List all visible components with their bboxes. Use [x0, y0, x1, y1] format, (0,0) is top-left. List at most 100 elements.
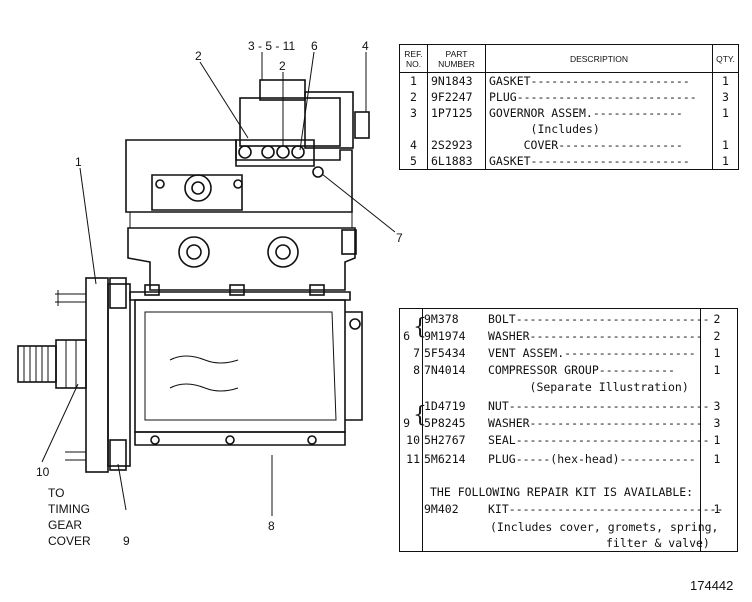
- qty-cell: 1: [712, 72, 739, 89]
- callout-6: 6: [311, 39, 318, 53]
- part-cell: 9F2247: [427, 89, 486, 105]
- table-row: 10 5H2767 SEAL--------------------------…: [400, 433, 737, 449]
- part-cell: 2S2923: [427, 137, 486, 153]
- part-cell: 5H2767: [424, 433, 466, 447]
- table-row: 11 5M6214 PLUG-----(hex-head)-----------…: [400, 452, 737, 468]
- ref-cell: 4: [399, 137, 428, 153]
- qty-cell: 3: [713, 399, 721, 413]
- desc-cell: (Separate Illustration): [488, 380, 689, 394]
- crankcase-upper: [127, 227, 357, 291]
- part-cell: 1D4719: [424, 399, 466, 413]
- table-row: 4 2S2923 COVER------------------ 1: [399, 137, 739, 153]
- qty-cell: 3: [712, 89, 739, 105]
- qty-cell: 2: [713, 329, 721, 343]
- desc-cell: VENT ASSEM.-------------------: [488, 346, 696, 360]
- part-cell: 1P7125: [427, 105, 486, 121]
- qty-cell: 1: [713, 363, 721, 377]
- callout-7: 7: [396, 231, 403, 245]
- callout-2b: 2: [279, 59, 286, 73]
- desc-cell: GOVERNOR ASSEM.-------------: [485, 105, 713, 121]
- ref-cell: 3: [399, 105, 428, 121]
- part-cell: 9M378: [424, 312, 459, 326]
- leader-lines: [41, 51, 396, 516]
- cylinder-head: [125, 139, 353, 229]
- qty-header: QTY.: [712, 44, 739, 73]
- ref-cell: 7: [413, 346, 420, 360]
- ref-cell: 11: [406, 452, 420, 466]
- qty-cell: 1: [713, 346, 721, 360]
- kit-heading: THE FOLLOWING REPAIR KIT IS AVAILABLE:: [430, 485, 694, 499]
- desc-cell: COVER------------------: [485, 137, 713, 153]
- part-cell: 9M402: [424, 502, 459, 516]
- parts-table-top: REF. NO. PART NUMBER DESCRIPTION QTY. 1 …: [399, 44, 739, 170]
- callout-10: 10: [36, 465, 50, 479]
- part-cell: 7N4014: [424, 363, 466, 377]
- desc-cell: PLUG--------------------------: [485, 89, 713, 105]
- brace-6: {: [413, 315, 427, 340]
- table-row: 9M402 KIT-------------------------------…: [400, 502, 737, 518]
- timing-label-line: TIMING: [48, 502, 90, 516]
- table-row: 1D4719 NUT----------------------------- …: [400, 399, 737, 415]
- timing-label-line: TO: [48, 486, 65, 500]
- desc-cell: BOLT----------------------------: [488, 312, 710, 326]
- table-row: 3 1P7125 GOVERNOR ASSEM.------------- 1: [399, 105, 739, 121]
- timing-label-line: GEAR: [48, 518, 83, 532]
- callout-2: 2: [195, 49, 202, 63]
- description-header: DESCRIPTION: [485, 44, 713, 73]
- ref-cell: 1: [399, 72, 428, 89]
- table-row: 2 9F2247 PLUG-------------------------- …: [399, 89, 739, 105]
- ref-cell: 8: [413, 363, 420, 377]
- qty-cell: 1: [712, 105, 739, 121]
- qty-cell: 1: [713, 433, 721, 447]
- desc-cell: NUT-----------------------------: [488, 399, 710, 413]
- parts-table-bottom: { { 9M378 BOLT--------------------------…: [399, 308, 738, 552]
- table-row: 9M378 BOLT---------------------------- 2: [400, 312, 737, 328]
- qty-cell: 2: [713, 312, 721, 326]
- desc-cell: PLUG-----(hex-head)-----------: [488, 452, 696, 466]
- compressor-body: [129, 284, 363, 446]
- table-header-row: REF. NO. PART NUMBER DESCRIPTION QTY.: [399, 44, 739, 73]
- drive-shaft: [17, 339, 87, 389]
- part-cell: 5M6214: [424, 452, 466, 466]
- ref-cell: 9: [403, 416, 410, 430]
- callout-1: 1: [75, 155, 82, 169]
- part-cell: 6L1883: [427, 153, 486, 170]
- part-cell: 5P8245: [424, 416, 466, 430]
- table-row: (Includes): [399, 121, 739, 137]
- part-cell: 9M1974: [424, 329, 466, 343]
- table-row: (Separate Illustration): [400, 380, 737, 396]
- table-row: 8 7N4014 COMPRESSOR GROUP----------- 1: [400, 363, 737, 379]
- figure-number: 174442: [690, 578, 734, 593]
- qty-cell: 1: [713, 502, 721, 516]
- part-cell: [427, 121, 486, 137]
- column-divider: [700, 309, 701, 551]
- part-cell: 5F5434: [424, 346, 466, 360]
- desc-cell: GASKET-----------------------: [485, 72, 713, 89]
- governor-assembly: [235, 79, 370, 167]
- table-row: 6 9M1974 WASHER-------------------------…: [400, 329, 737, 345]
- ref-cell: 5: [399, 153, 428, 170]
- callout-9: 9: [123, 534, 130, 548]
- callout-8: 8: [268, 519, 275, 533]
- desc-cell: KIT-------------------------------: [488, 502, 724, 516]
- ref-no-header: REF. NO.: [399, 44, 428, 73]
- table-row: 1 9N1843 GASKET----------------------- 1: [399, 72, 739, 89]
- qty-cell: 3: [713, 416, 721, 430]
- qty-cell: 1: [712, 153, 739, 170]
- desc-cell: SEAL----------------------------: [488, 433, 710, 447]
- part-cell: 9N1843: [427, 72, 486, 89]
- timing-label-line: COVER: [48, 534, 91, 548]
- ref-cell: 10: [406, 433, 420, 447]
- ref-cell: 2: [399, 89, 428, 105]
- kit-note: filter & valve): [606, 536, 710, 550]
- desc-cell: WASHER-------------------------: [488, 329, 703, 343]
- ref-cell: [399, 121, 428, 137]
- table-row: 7 5F5434 VENT ASSEM.------------------- …: [400, 346, 737, 362]
- desc-cell: COMPRESSOR GROUP-----------: [488, 363, 675, 377]
- kit-note: (Includes cover, gromets, spring,: [490, 520, 719, 534]
- qty-cell: 1: [712, 137, 739, 153]
- desc-cell: WASHER-------------------------: [488, 416, 703, 430]
- table-row: 5 6L1883 GASKET----------------------- 1: [399, 153, 739, 170]
- desc-cell: (Includes): [485, 121, 713, 137]
